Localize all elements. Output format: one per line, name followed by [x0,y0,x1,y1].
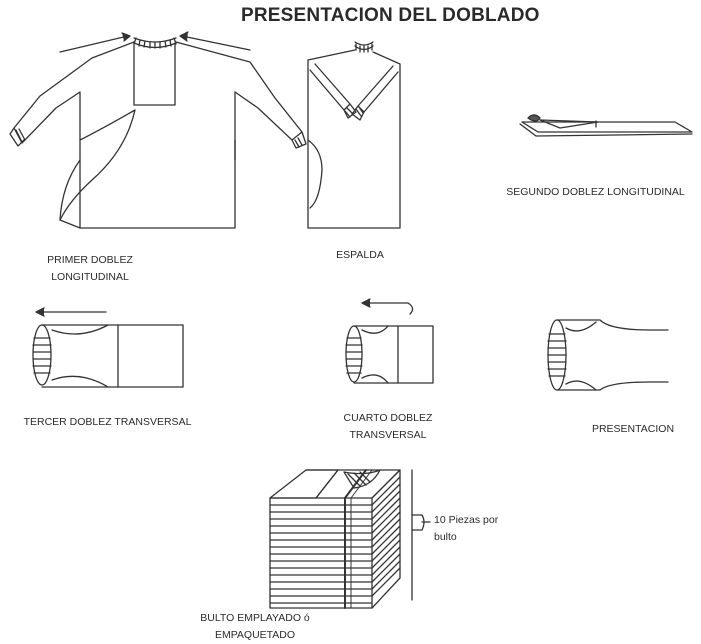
second-fold-label: SEGUNDO DOBLEZ LONGITUDINAL [506,186,685,198]
page-title: PRESENTACION DEL DOBLADO [241,5,540,26]
gown-first-fold-figure [9,31,307,229]
bundle-figure [269,469,431,609]
presentation-figure [547,319,669,391]
second-fold-figure [519,114,693,137]
third-fold-figure [32,307,184,388]
gown-back-figure [307,41,401,229]
pieces-per-bundle-label: 10 Piezas por bulto [434,514,499,543]
third-fold-label: TERCER DOBLEZ TRANSVERSAL [23,416,192,428]
fourth-fold-label: CUARTO DOBLEZ TRANSVERSAL [343,412,433,441]
bundle-label: BULTO EMPLAYADO ó EMPAQUETADO [200,612,310,641]
first-fold-label: PRIMER DOBLEZ LONGITUDINAL [47,254,133,283]
back-label: ESPALDA [336,249,384,261]
presentation-label: PRESENTACION [591,423,675,435]
fourth-fold-figure [345,298,434,384]
